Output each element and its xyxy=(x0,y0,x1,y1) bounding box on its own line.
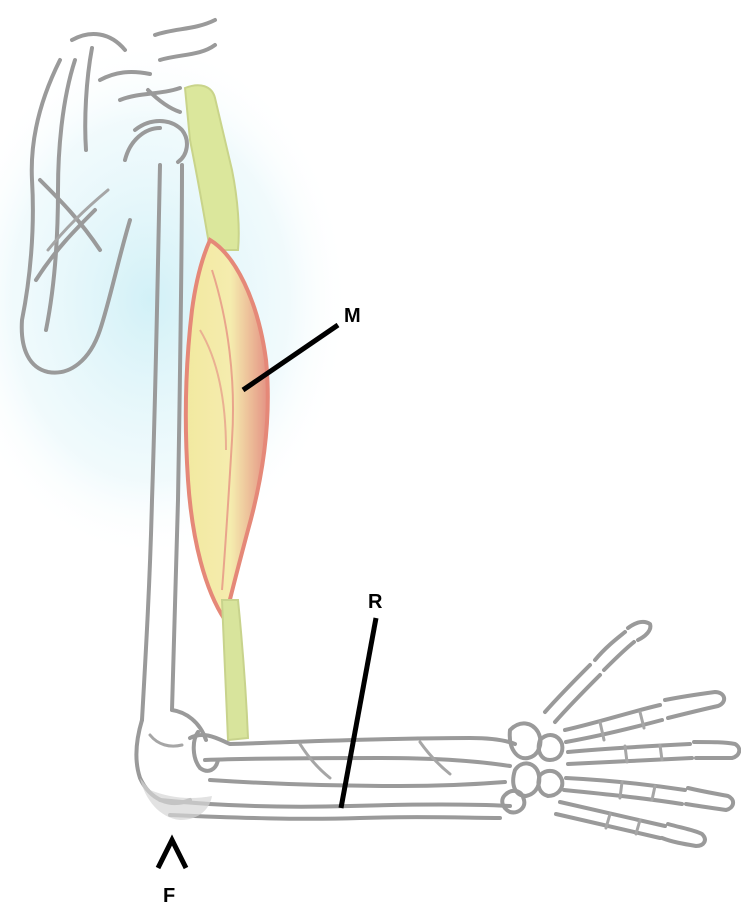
wrist-bones xyxy=(502,723,562,812)
resistance-label: R xyxy=(368,591,383,613)
fulcrum-chevron xyxy=(158,840,186,868)
resistance-pointer xyxy=(341,618,376,808)
muscle-label: M xyxy=(344,305,361,327)
fulcrum-label: F xyxy=(163,885,175,907)
elbow-shadow xyxy=(140,778,212,820)
hand-bones xyxy=(545,622,739,846)
lower-tendon xyxy=(222,600,248,740)
forearm-bones xyxy=(140,732,515,820)
